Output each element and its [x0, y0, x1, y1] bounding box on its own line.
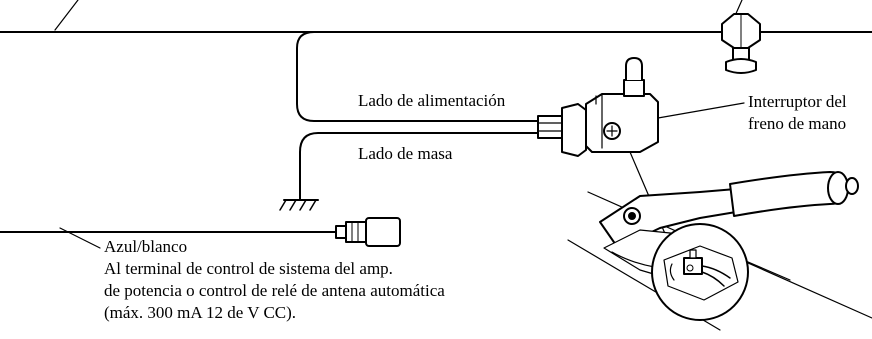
brake-switch-label-line2: freno de mano	[748, 114, 847, 133]
connector-plug-icon	[537, 103, 587, 157]
parking-brake-switch-icon	[585, 57, 659, 153]
brake-switch-label: Interruptor del freno de mano	[748, 91, 847, 135]
ground-symbol-icon	[279, 199, 319, 211]
blue-white-wire-label: Azul/blanco Al terminal de control de si…	[104, 236, 445, 324]
brake-switch-label-line1: Interruptor del	[748, 92, 847, 111]
top-leader-line	[54, 0, 79, 31]
wire-desc-line3: (máx. 300 mA 12 de V CC).	[104, 303, 297, 322]
ground-side-label: Lado de masa	[358, 144, 453, 163]
wire-desc-line2: de potencia o control de relé de antena …	[104, 281, 445, 300]
wire-name: Azul/blanco	[104, 237, 188, 256]
ground-side-wire	[299, 132, 541, 201]
switch-leader-line	[657, 102, 745, 119]
wire-clamp-icon	[721, 13, 761, 74]
detail-magnifier-circle	[651, 223, 749, 321]
terminal-connector-icon	[335, 217, 401, 247]
power-side-label: Lado de alimentación	[358, 91, 506, 110]
power-side-wire	[296, 31, 541, 122]
wire-desc-line1: Al terminal de control de sistema del am…	[104, 259, 393, 278]
wire-leader-line	[59, 227, 101, 249]
